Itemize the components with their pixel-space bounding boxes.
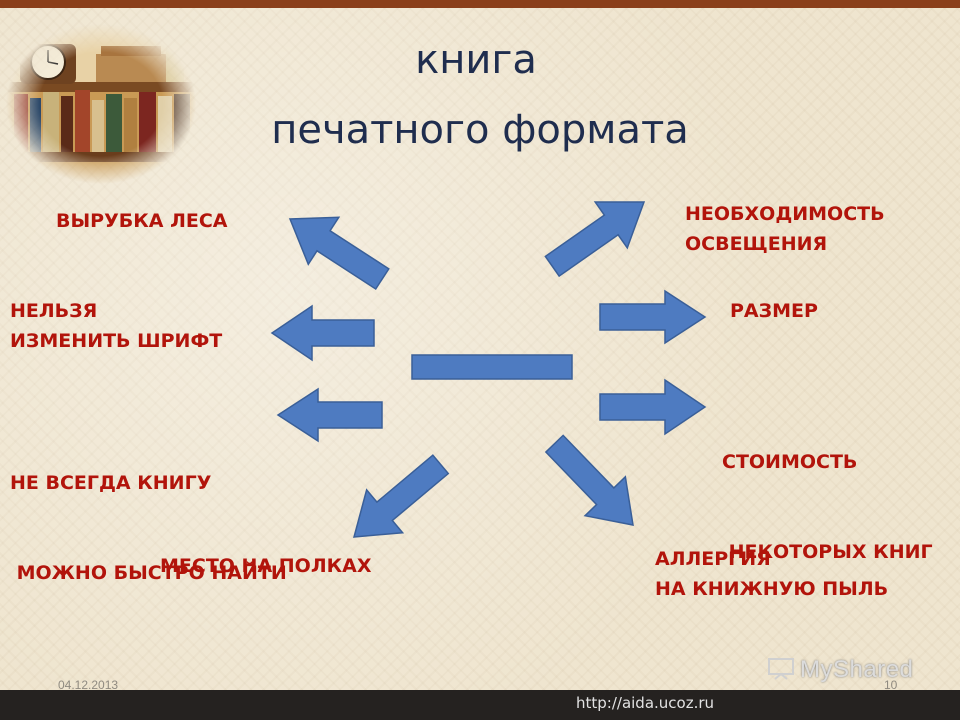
projector-icon [768,658,794,680]
footer-page-number: 10 [884,678,898,692]
label-ne-vsegda-nayti: НЕ ВСЕГДА КНИГУ МОЖНО БЫСТРО НАЙТИ [10,472,287,584]
arrow-to-ne-vsegda-nayti [276,387,383,443]
label-allergiya: АЛЛЕРГИЯ НА КНИЖНУЮ ПЫЛЬ [655,548,889,600]
watermark-url: http://aida.ucoz.ru [576,694,715,712]
label-neobhodimost-osveshcheniya: НЕОБХОДИМОСТЬ ОСВЕЩЕНИЯ [685,203,885,255]
title-line-2: печатного формата [271,107,689,153]
arrow-to-stoimost [599,378,707,436]
label-stoimost: СТОИМОСТЬ НЕКОТОРЫХ КНИГ [722,451,933,563]
arrow-to-nelzya-izmenit-shrift [270,304,375,362]
title-line-1: книга [415,37,537,83]
footer-date: 04.12.2013 [58,678,119,692]
watermark-brand: MyShared [800,656,914,683]
arrow-to-vyrubka-lesa [288,216,390,291]
arrow-to-mesto-na-polkah [352,454,450,538]
bottom-bar [0,690,960,720]
central-bar [411,354,573,380]
top-border-bar [0,0,960,8]
label-mesto-na-polkah: МЕСТО НА ПОЛКАХ [160,555,372,577]
bookshelf-clock-picture [6,24,196,184]
arrow-to-osveshcheniya [544,201,646,278]
label-nelzya-izmenit-shrift: НЕЛЬЗЯ ИЗМЕНИТЬ ШРИФТ [10,300,223,352]
label-vyrubka-lesa: ВЫРУБКА ЛЕСА [56,210,228,232]
label-razmer: РАЗМЕР [730,300,818,322]
arrow-to-allergiya [544,434,634,526]
arrow-to-razmer [599,289,707,345]
